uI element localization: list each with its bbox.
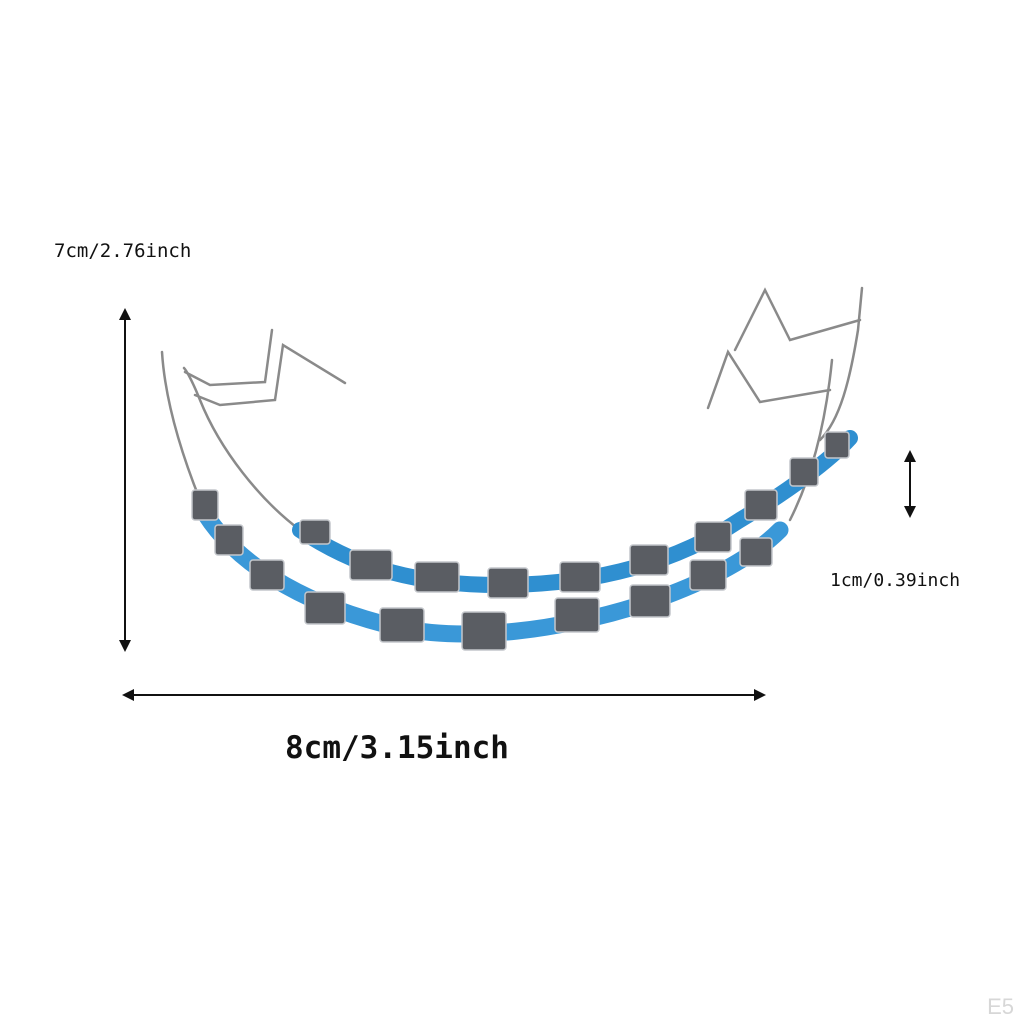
height-label: 7cm/2.76inch <box>54 240 192 262</box>
upper-brackets <box>299 431 850 599</box>
width-label: 8cm/3.15inch <box>285 730 509 766</box>
watermark: E5 <box>987 994 1014 1019</box>
lower-brackets <box>191 489 773 651</box>
depth-label: 1cm/0.39inch <box>830 570 961 591</box>
wire-loops <box>160 286 864 532</box>
